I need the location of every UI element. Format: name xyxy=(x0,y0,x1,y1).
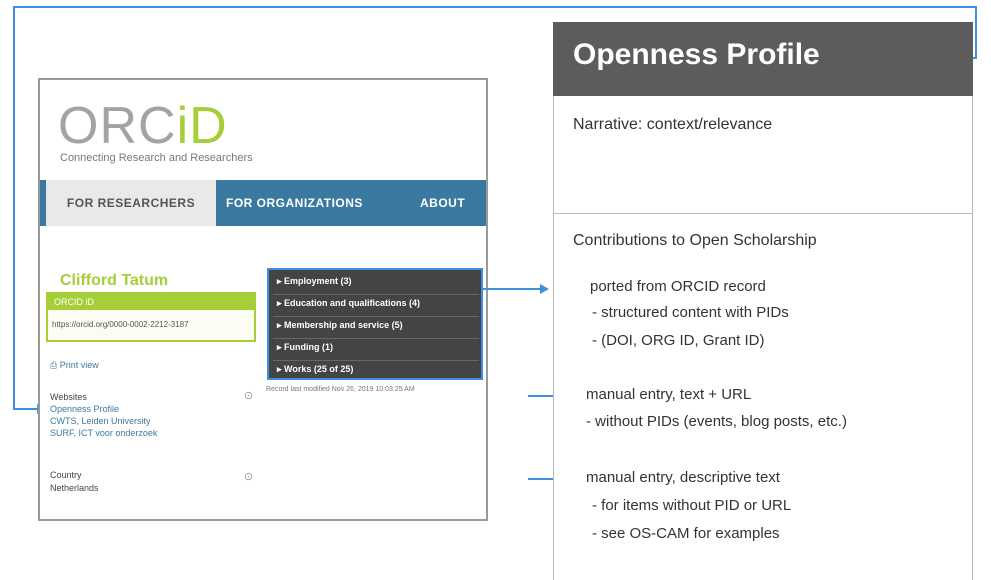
last-modified-text: Record last modified Nov 26, 2019 10:03:… xyxy=(266,386,415,393)
menu-divider xyxy=(273,360,479,361)
country-value: Netherlands xyxy=(50,483,99,493)
openness-profile-panel xyxy=(553,22,973,580)
website-link-surf[interactable]: SURF, ICT voor onderzoek xyxy=(50,428,158,438)
tab-for-researchers[interactable]: FOR RESEARCHERS xyxy=(46,180,216,226)
menu-divider xyxy=(273,338,479,339)
connector-manual-url xyxy=(528,395,568,397)
website-link-openness[interactable]: Openness Profile xyxy=(50,404,120,414)
menu-divider xyxy=(273,294,479,295)
contributions-heading: Contributions to Open Scholarship xyxy=(573,232,817,249)
orcid-logo: ORCiD xyxy=(58,97,228,155)
connector-left-vertical xyxy=(13,6,15,410)
connector-ported xyxy=(483,288,543,290)
tab-about[interactable]: ABOUT xyxy=(420,196,466,210)
section-membership[interactable]: ▸ Membership and service (5) xyxy=(277,320,403,330)
connector-top-right-drop xyxy=(975,6,977,58)
connector-manual-text xyxy=(528,478,568,480)
openness-profile-title: Openness Profile xyxy=(573,38,820,71)
arrowhead-ported-icon xyxy=(540,284,549,294)
section-education[interactable]: ▸ Education and qualifications (4) xyxy=(277,298,421,308)
websites-label: Websites xyxy=(50,392,87,402)
manual-text-item: - for items without PID or URL xyxy=(592,497,792,514)
connector-left-bottom xyxy=(13,408,39,410)
tab-for-organizations[interactable]: FOR ORGANIZATIONS xyxy=(226,196,363,210)
narrative-text: Narrative: context/relevance xyxy=(573,116,773,133)
connector-top-horizontal xyxy=(13,6,976,8)
orcid-tagline: Connecting Research and Researchers xyxy=(60,152,253,164)
section-divider xyxy=(553,213,973,214)
openness-profile-header xyxy=(553,22,973,96)
website-link-cwts[interactable]: CWTS, Leiden University xyxy=(50,416,151,426)
manual-url-item: - without PIDs (events, blog posts, etc.… xyxy=(586,413,847,430)
section-works[interactable]: ▸ Works (25 of 25) xyxy=(277,364,354,374)
ported-item: - (DOI, ORG ID, Grant ID) xyxy=(592,332,765,349)
print-view-link[interactable]: ⎙ Print view xyxy=(50,360,99,370)
ported-item: - structured content with PIDs xyxy=(592,304,789,321)
manual-text-item: - see OS-CAM for examples xyxy=(592,525,780,542)
orcid-nav-bar: FOR RESEARCHERS FOR ORGANIZATIONS ABOUT xyxy=(40,180,486,226)
section-employment[interactable]: ▸ Employment (3) xyxy=(277,276,352,286)
manual-text-lead: manual entry, descriptive text xyxy=(586,469,780,486)
manual-url-lead: manual entry, text + URL xyxy=(586,386,752,403)
section-funding[interactable]: ▸ Funding (1) xyxy=(277,342,334,352)
person-name: Clifford Tatum xyxy=(60,272,169,289)
orcid-id-label: ORCID iD xyxy=(48,294,254,310)
menu-divider xyxy=(273,316,479,317)
country-visibility-icon: ⊙ xyxy=(244,471,254,483)
connector-title-stub xyxy=(972,57,977,59)
ported-lead: ported from ORCID record xyxy=(590,278,766,295)
websites-visibility-icon: ⊙ xyxy=(244,390,254,402)
orcid-id-url[interactable]: https://orcid.org/0000-0002-2212-3187 xyxy=(52,320,189,329)
record-sections-menu: ▸ Employment (3) ▸ Education and qualifi… xyxy=(267,268,483,380)
country-label: Country xyxy=(50,470,82,480)
